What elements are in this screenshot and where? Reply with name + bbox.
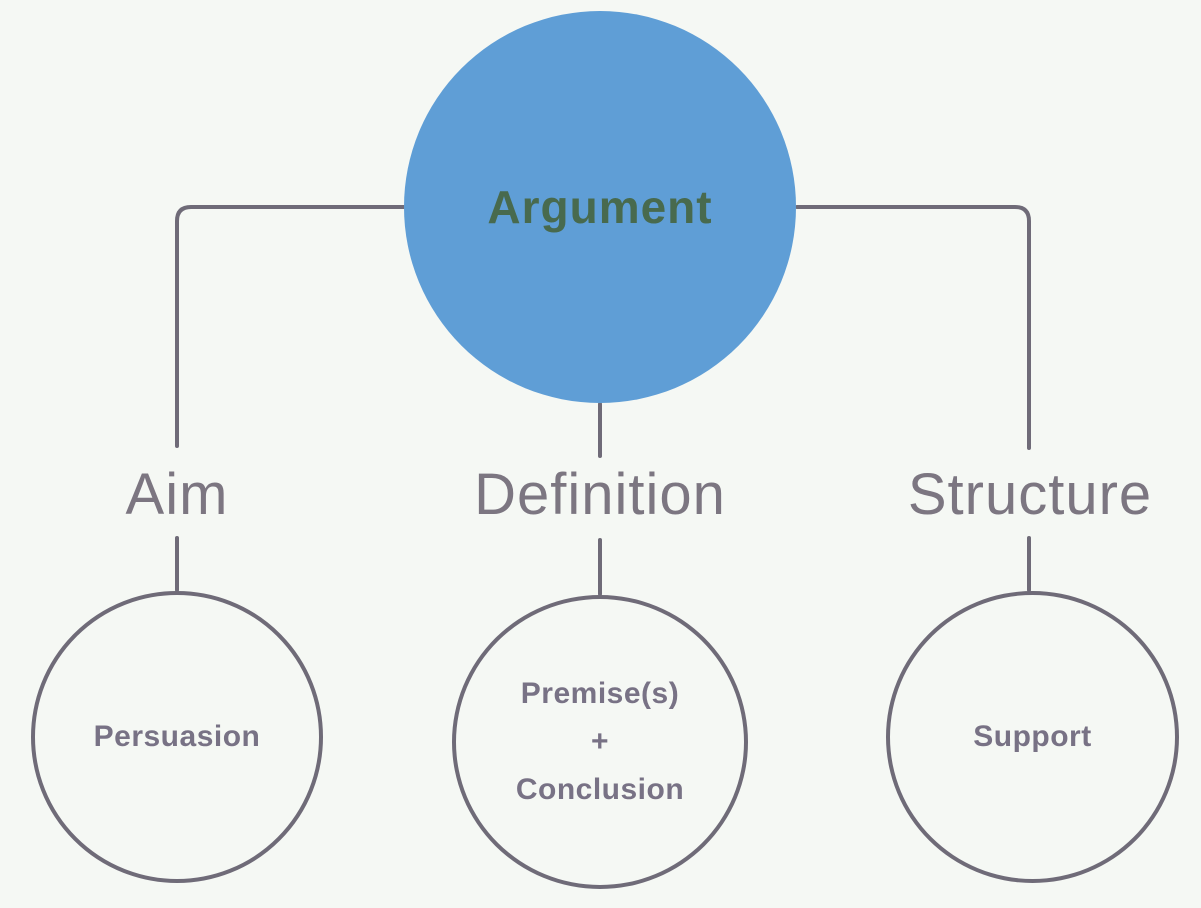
- branch-label-structure: Structure: [850, 452, 1201, 536]
- definition-label-text: Definition: [474, 461, 726, 527]
- argument-node-label: Argument: [487, 181, 713, 233]
- persuasion-node: Persuasion: [31, 591, 323, 883]
- connector-root-to-structure: [795, 205, 1031, 450]
- structure-label-text: Structure: [907, 461, 1153, 527]
- branch-label-definition: Definition: [420, 452, 780, 536]
- premise-line: Premise(s): [520, 677, 680, 710]
- conclusion-line: Conclusion: [515, 773, 685, 806]
- premise-conclusion-node-label: Premise(s) + Conclusion: [516, 670, 684, 814]
- connector-root-to-aim: [175, 205, 406, 448]
- support-node-label: Support: [973, 720, 1092, 753]
- plus-line: +: [590, 725, 610, 758]
- argument-node: Argument: [404, 11, 796, 403]
- branch-label-aim: Aim: [0, 452, 357, 536]
- aim-label-text: Aim: [125, 461, 229, 527]
- support-node: Support: [886, 591, 1179, 883]
- premise-conclusion-node: Premise(s) + Conclusion: [452, 595, 748, 889]
- persuasion-node-label: Persuasion: [93, 720, 261, 753]
